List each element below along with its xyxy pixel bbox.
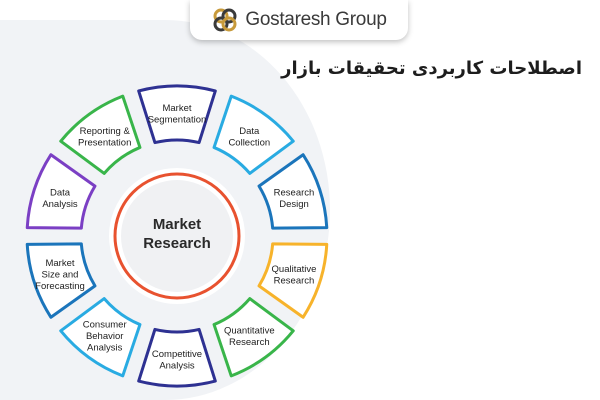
segment-shape — [137, 84, 217, 145]
center-label-line-1: Market — [153, 216, 201, 233]
segment-shape — [25, 242, 97, 319]
segment-label-line: Research — [274, 188, 315, 199]
page-heading: اصطلاحات کاربردی تحقیقات بازار — [281, 58, 582, 79]
segment-label-line: Data — [239, 126, 260, 137]
segment-label-line: Analysis — [87, 343, 123, 354]
segment-label-line: Market — [162, 103, 191, 114]
center-label-line-2: Research — [143, 235, 211, 252]
segment-label-line: Segmentation — [148, 114, 207, 125]
segment-label-line: Qualitative — [272, 264, 317, 275]
segment-label-line: Reporting & — [80, 126, 131, 137]
segment-label-line: Presentation — [78, 138, 131, 149]
segment-label-line: Research — [274, 275, 315, 286]
segment-shape — [59, 94, 142, 175]
segment-shape — [257, 153, 329, 230]
segment-shape — [212, 297, 295, 378]
center-fill — [121, 180, 233, 292]
segment-label-line: Quantitative — [224, 325, 275, 336]
brand-logo: Gostaresh Group — [190, 0, 408, 40]
segment-label-line: Design — [279, 199, 309, 210]
segment-shape — [25, 153, 97, 230]
gostaresh-logo-icon — [213, 8, 237, 32]
segment-label-line: Analysis — [42, 199, 78, 210]
brand-name: Gostaresh Group — [245, 9, 387, 30]
segment-shape — [212, 94, 295, 175]
segment-shape — [59, 297, 142, 378]
segment-shape — [137, 327, 217, 388]
segment-label-line: Research — [229, 337, 270, 348]
segment-label-line: Forecasting — [35, 281, 85, 292]
segment-label-line: Behavior — [86, 331, 124, 342]
segment-label-line: Data — [50, 188, 71, 199]
segment-label-line: Collection — [228, 138, 270, 149]
segment-shape — [257, 242, 329, 319]
segment-label-line: Consumer — [83, 320, 127, 331]
segment-label-line: Competitive — [152, 349, 202, 360]
segment-label-line: Market — [45, 258, 74, 269]
segment: Reporting &Presentation — [59, 94, 142, 175]
segment-label-line: Size and — [42, 270, 79, 281]
segment-label-line: Analysis — [159, 360, 195, 371]
